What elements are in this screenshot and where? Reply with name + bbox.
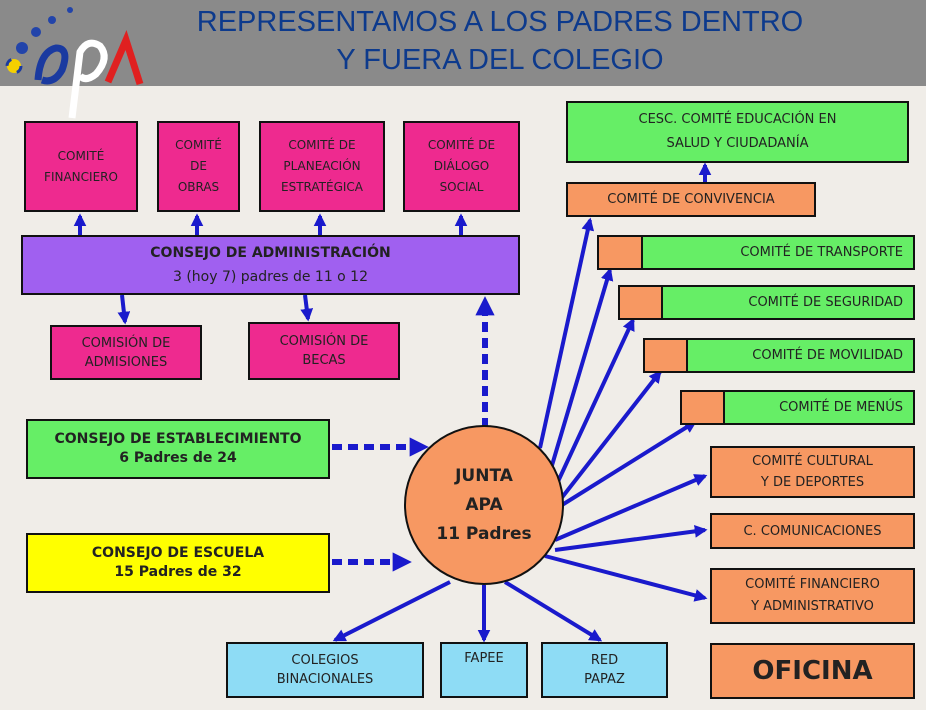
comite-dialogo-line2: DIÁLOGO (433, 159, 490, 173)
comite-obras-line3: OBRAS (177, 180, 220, 194)
comite-financiero-admin-line1: COMITÉ FINANCIERO (745, 577, 880, 592)
comite-financiero-box: COMITÉ FINANCIERO (24, 121, 138, 212)
colegios-binacionales-line1: COLEGIOS (291, 653, 359, 668)
comite-menus-label: COMITÉ DE MENÚS (779, 400, 903, 415)
comite-cultural-line2: Y DE DEPORTES (760, 475, 865, 490)
junta-apa-circle: JUNTA APA 11 Padres (404, 425, 564, 585)
comite-transporte-label: COMITÉ DE TRANSPORTE (740, 245, 903, 260)
consejo-establecimiento-title: CONSEJO DE ESTABLECIMIENTO (54, 431, 302, 447)
orange-tab (643, 338, 688, 373)
comision-admisiones-line2: ADMISIONES (84, 354, 168, 370)
apa-logo (5, 7, 144, 119)
comision-admisiones-box: COMISIÓN DE ADMISIONES (50, 325, 202, 380)
comite-transporte-box: COMITÉ DE TRANSPORTE (597, 235, 915, 270)
comite-movilidad-box: COMITÉ DE MOVILIDAD (643, 338, 915, 373)
orange-tab (597, 235, 643, 270)
consejo-administracion-title: CONSEJO DE ADMINISTRACIÓN (150, 245, 391, 261)
junta-line1: JUNTA (455, 465, 513, 486)
comision-admisiones-line1: COMISIÓN DE (81, 335, 171, 351)
comite-seguridad-box: COMITÉ DE SEGURIDAD (618, 285, 915, 320)
colegios-binacionales-line2: BINACIONALES (276, 672, 374, 687)
comite-seguridad-label: COMITÉ DE SEGURIDAD (748, 295, 903, 310)
comite-planeacion-line3: ESTRATÉGICA (281, 180, 363, 194)
cesc-line1: CESC. COMITÉ EDUCACIÓN EN (638, 112, 837, 127)
comite-dialogo-line1: COMITÉ DE (427, 138, 496, 152)
comite-cultural-line1: COMITÉ CULTURAL (752, 454, 873, 469)
fapee-label: FAPEE (464, 651, 504, 666)
comite-dialogo-line3: SOCIAL (439, 180, 484, 194)
comite-comunicaciones-box: C. COMUNICACIONES (710, 513, 915, 549)
consejo-administracion-subtitle: 3 (hoy 7) padres de 11 o 12 (172, 269, 368, 285)
fapee-box: FAPEE (440, 642, 528, 698)
orange-tab (618, 285, 663, 320)
red-papaz-box: RED PAPAZ (541, 642, 668, 698)
cesc-box: CESC. COMITÉ EDUCACIÓN EN SALUD Y CIUDAD… (566, 101, 909, 163)
title-line-2: Y FUERA DEL COLEGIO (336, 44, 664, 76)
comite-obras-line1: COMITÉ (175, 138, 222, 152)
comite-menus-box: COMITÉ DE MENÚS (680, 390, 915, 425)
colegios-binacionales-box: COLEGIOS BINACIONALES (226, 642, 424, 698)
comision-becas-box: COMISIÓN DE BECAS (248, 322, 400, 380)
comite-planeacion-line2: PLANEACIÓN (283, 159, 361, 173)
comite-financiero-admin-line2: Y ADMINISTRATIVO (751, 599, 874, 614)
comision-becas-line2: BECAS (302, 353, 346, 368)
comision-becas-line1: COMISIÓN DE (279, 334, 369, 349)
consejo-establecimiento-subtitle: 6 Padres de 24 (119, 450, 237, 466)
title-line-1: REPRESENTAMOS A LOS PADRES DENTRO (196, 6, 804, 38)
consejo-administracion-box: CONSEJO DE ADMINISTRACIÓN 3 (hoy 7) padr… (21, 235, 520, 295)
comite-movilidad-label: COMITÉ DE MOVILIDAD (752, 348, 903, 363)
junta-line2: APA (465, 494, 503, 515)
consejo-escuela-subtitle: 15 Padres de 32 (114, 564, 242, 580)
comite-planeacion-box: COMITÉ DE PLANEACIÓN ESTRATÉGICA (259, 121, 385, 212)
comite-dialogo-box: COMITÉ DE DIÁLOGO SOCIAL (403, 121, 520, 212)
comite-cultural-box: COMITÉ CULTURAL Y DE DEPORTES (710, 446, 915, 498)
cesc-line2: SALUD Y CIUDADANÍA (666, 136, 809, 151)
comite-financiero-line2: FINANCIERO (44, 169, 118, 184)
comite-convivencia-box: COMITÉ DE CONVIVENCIA (566, 182, 816, 217)
oficina-label: OFICINA (752, 656, 873, 686)
comite-financiero-line1: COMITÉ (57, 148, 105, 163)
comite-obras-box: COMITÉ DE OBRAS (157, 121, 240, 212)
comite-planeacion-line1: COMITÉ DE (288, 138, 356, 152)
oficina-box: OFICINA (710, 643, 915, 699)
consejo-escuela-box: CONSEJO DE ESCUELA 15 Padres de 32 (26, 533, 330, 593)
consejo-establecimiento-box: CONSEJO DE ESTABLECIMIENTO 6 Padres de 2… (26, 419, 330, 479)
comite-obras-line2: DE (190, 159, 207, 173)
red-papaz-line2: PAPAZ (584, 672, 625, 687)
header-bar: REPRESENTAMOS A LOS PADRES DENTRO Y FUER… (0, 0, 926, 119)
red-papaz-line1: RED (590, 653, 619, 668)
comite-financiero-admin-box: COMITÉ FINANCIERO Y ADMINISTRATIVO (710, 568, 915, 624)
junta-line3: 11 Padres (436, 523, 532, 544)
comite-convivencia-label: COMITÉ DE CONVIVENCIA (607, 192, 775, 207)
consejo-escuela-title: CONSEJO DE ESCUELA (91, 545, 265, 561)
orange-tab (680, 390, 725, 425)
comite-comunicaciones-label: C. COMUNICACIONES (743, 523, 882, 539)
